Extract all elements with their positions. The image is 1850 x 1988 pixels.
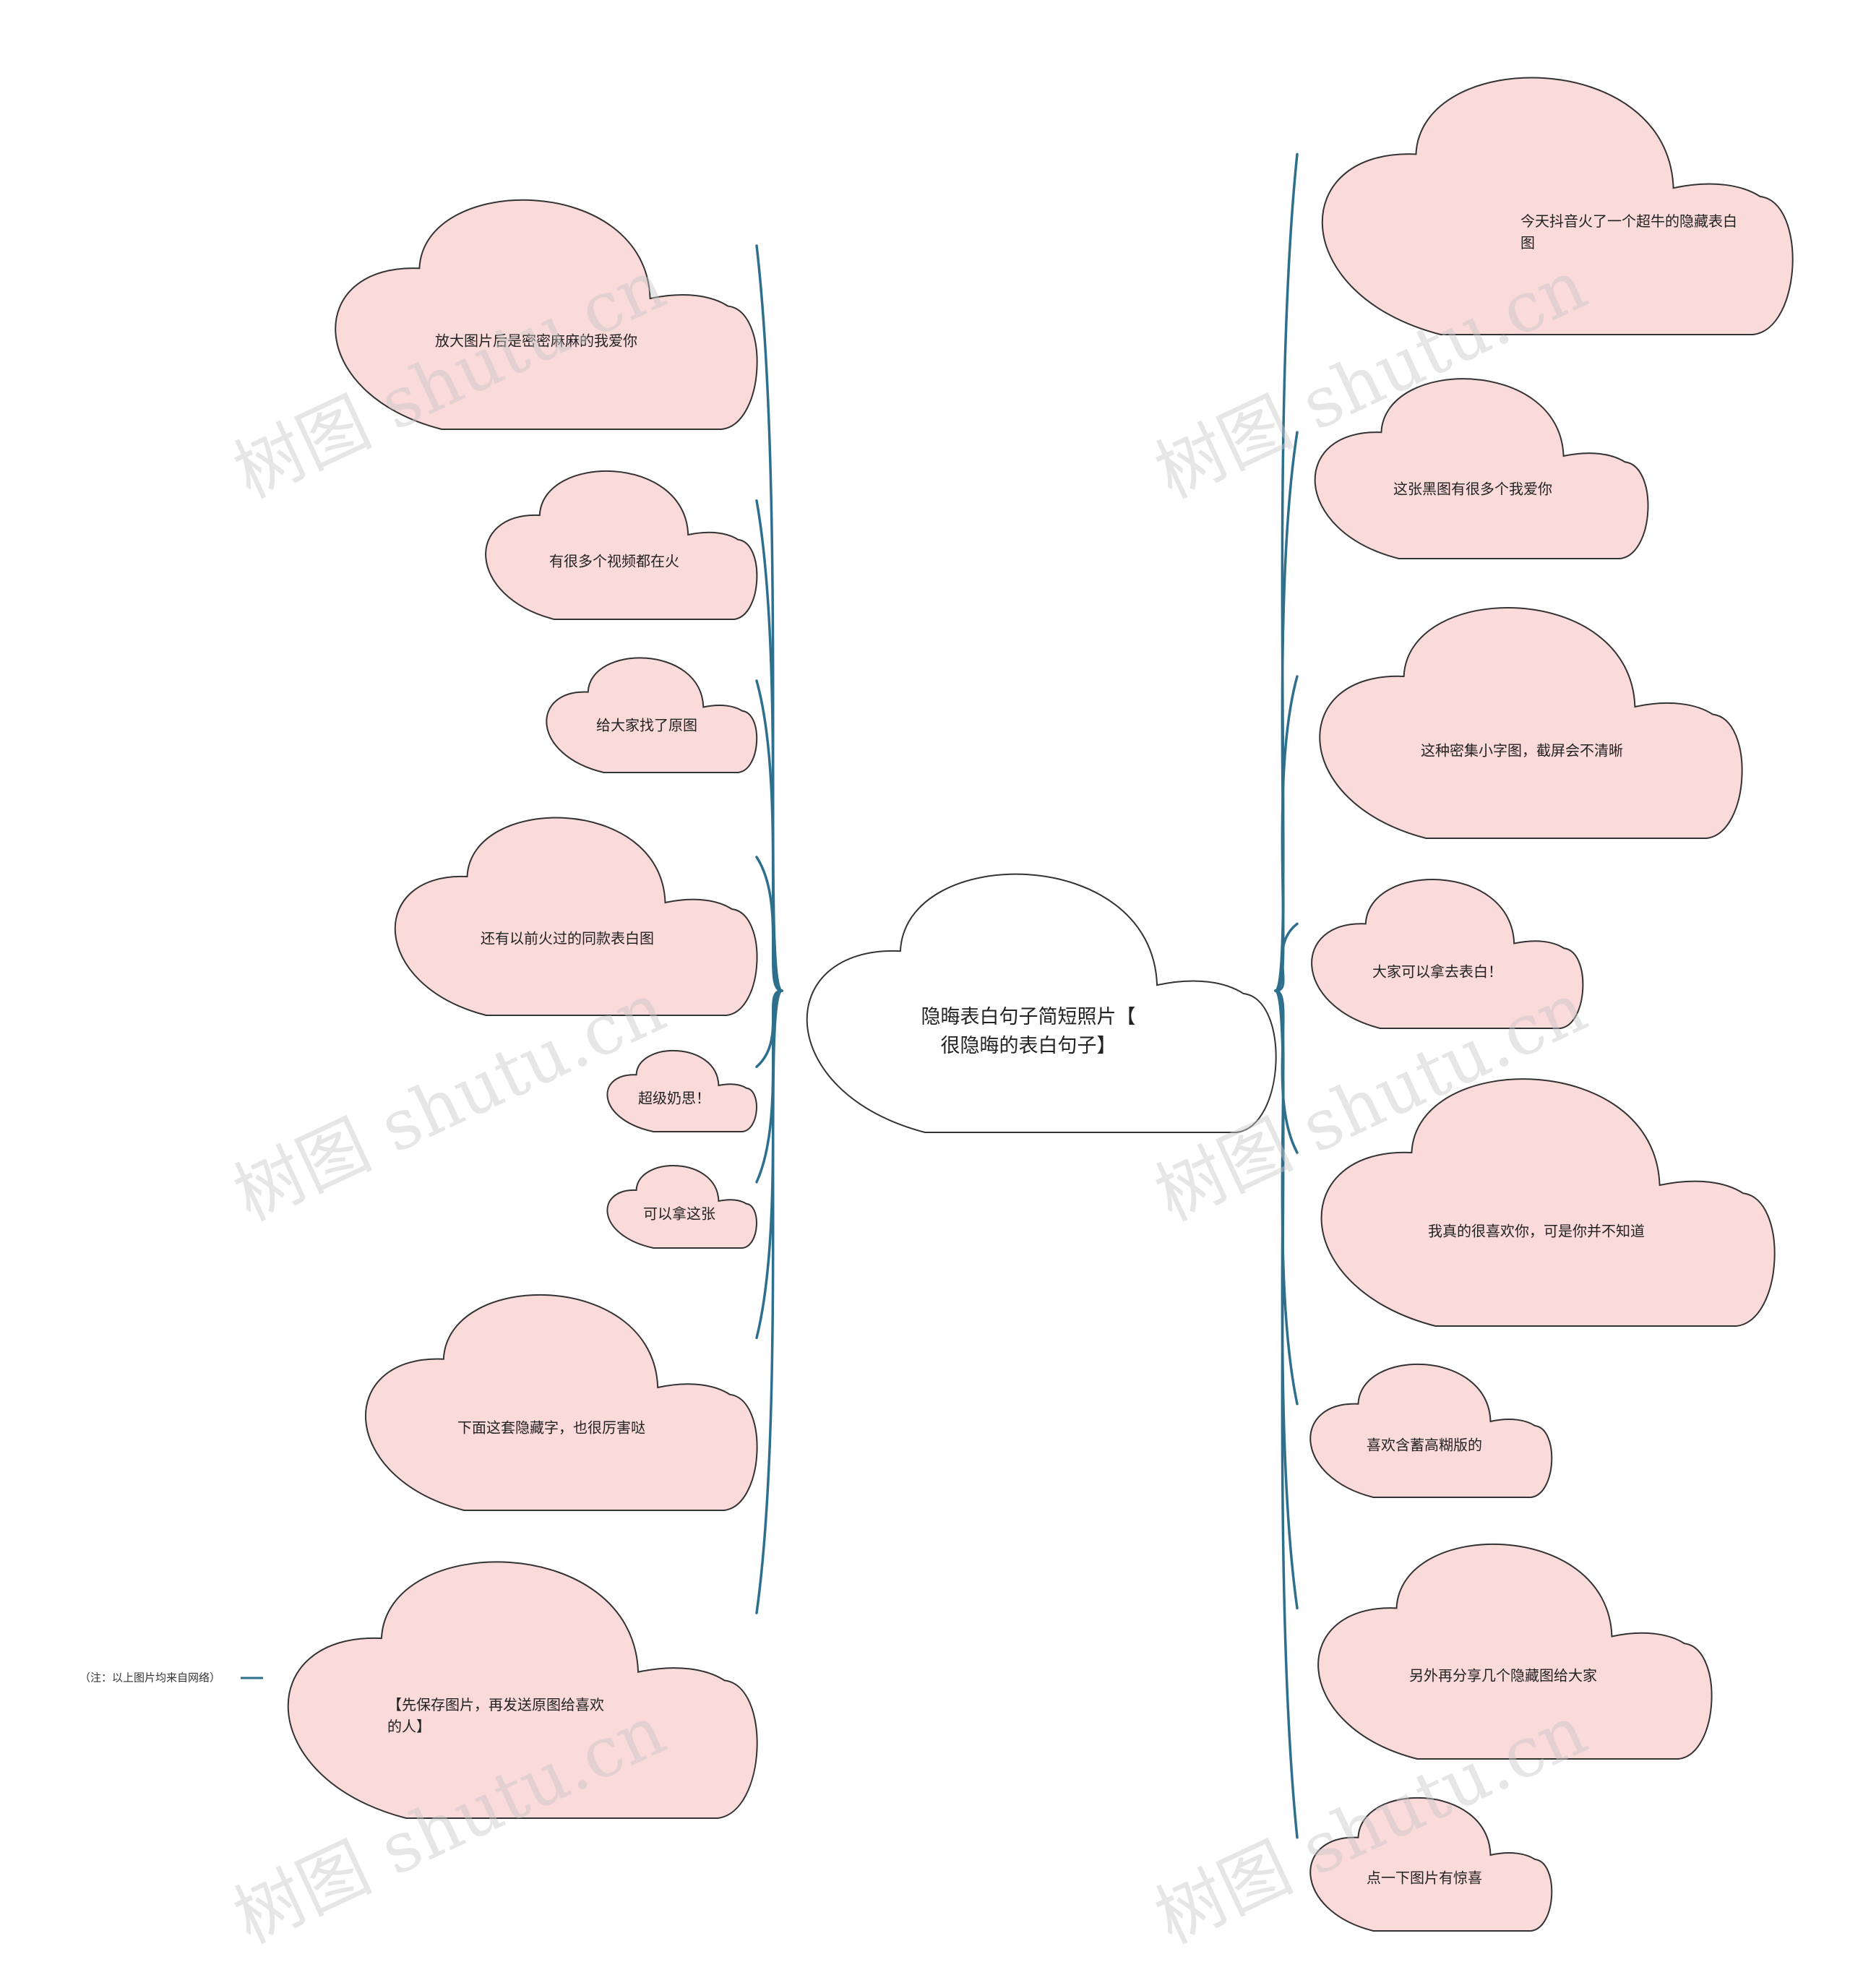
right-node-2: 这种密集小字图，截屏会不清晰 [1319, 607, 1743, 839]
right-node-7: 点一下图片有惊喜 [1309, 1796, 1553, 1932]
left-node-label-7-line: 的人】 [387, 1718, 431, 1735]
right-branch-line-1 [1274, 431, 1299, 992]
left-node-label-5: 可以拿这张 [643, 1205, 715, 1223]
right-node-label-0-line: 图 [1520, 234, 1535, 251]
left-node-label-0: 放大图片后是密密麻麻的我爱你 [435, 332, 637, 350]
left-node-6: 下面这套隐藏字，也很厉害哒 [364, 1294, 758, 1511]
right-node-label-5: 喜欢含蓄高糊版的 [1367, 1437, 1482, 1454]
right-node-0: 今天抖音火了一个超牛的隐藏表白图 [1321, 77, 1794, 335]
left-node-label-7-line: 【先保存图片，再发送原图给喜欢 [387, 1696, 604, 1713]
right-cloud-shape-6 [1317, 1543, 1713, 1760]
right-branch-line-5 [1274, 989, 1299, 1406]
right-cloud-shape-0 [1321, 77, 1794, 335]
left-node-label-4: 超级奶思！ [638, 1090, 710, 1107]
left-cloud-shape-1 [485, 470, 758, 620]
left-branch-line-5 [755, 989, 783, 1184]
right-cloud-shape-1 [1314, 378, 1649, 559]
center-cloud-shape [806, 873, 1277, 1133]
left-node-label-6: 下面这套隐藏字，也很厉害哒 [457, 1419, 645, 1437]
right-branch-line-2 [1274, 675, 1299, 992]
left-branch-line-2 [755, 679, 783, 992]
right-node-5: 喜欢含蓄高糊版的 [1309, 1363, 1553, 1498]
left-branch-line-3 [755, 856, 783, 992]
left-cloud-shape-2 [546, 657, 758, 773]
right-branch-line-0 [1274, 152, 1299, 992]
left-node-4: 超级奶思！ [606, 1049, 757, 1132]
right-node-label-3: 大家可以拿去表白！ [1372, 963, 1502, 981]
left-cloud-shape-4 [606, 1049, 757, 1132]
left-cloud-shape-6 [364, 1294, 758, 1511]
right-cloud-shape-2 [1319, 607, 1743, 839]
right-cloud-shape-5 [1309, 1363, 1553, 1498]
right-cloud-shape-7 [1309, 1796, 1553, 1932]
right-node-label-1: 这张黑图有很多个我爱你 [1393, 481, 1552, 498]
left-node-label-7: 【先保存图片，再发送原图给喜欢的人】 [387, 1696, 604, 1735]
center-node-title-line: 隐晦表白句子简短照片【 [921, 1006, 1136, 1028]
left-node-label-3: 还有以前火过的同款表白图 [481, 930, 654, 947]
right-branch-line-6 [1274, 989, 1299, 1610]
left-node-label-1: 有很多个视频都在火 [549, 553, 679, 570]
left-node-label-2: 给大家找了原图 [596, 717, 697, 734]
right-node-label-2: 这种密集小字图，截屏会不清晰 [1421, 742, 1623, 760]
left-cloud-shape-0 [335, 199, 758, 430]
left-cloud-shape-7 [287, 1561, 758, 1819]
left-node-2: 给大家找了原图 [546, 657, 758, 773]
left-node-3: 还有以前火过的同款表白图 [395, 817, 758, 1016]
left-node-1: 有很多个视频都在火 [485, 470, 758, 620]
left-node-5: 可以拿这张 [606, 1165, 757, 1249]
left-cloud-shape-3 [395, 817, 758, 1016]
right-node-label-4: 我真的很喜欢你，可是你并不知道 [1428, 1223, 1645, 1240]
cloud-nodes: 隐晦表白句子简短照片【很隐晦的表白句子】 放大图片后是密密麻麻的我爱你有很多个视频… [79, 77, 1794, 1932]
left-branch-line-6 [755, 989, 783, 1340]
right-branch-line-7 [1274, 989, 1299, 1839]
left-cloud-shape-5 [606, 1165, 757, 1249]
right-node-6: 另外再分享几个隐藏图给大家 [1317, 1543, 1713, 1760]
right-node-label-0-line: 今天抖音火了一个超牛的隐藏表白 [1520, 212, 1737, 230]
right-branch-line-3 [1274, 922, 1299, 992]
right-cloud-shape-3 [1311, 879, 1584, 1029]
right-node-label-0: 今天抖音火了一个超牛的隐藏表白图 [1520, 212, 1737, 251]
left-branch-line-7 [755, 989, 783, 1614]
right-node-3: 大家可以拿去表白！ [1311, 879, 1584, 1029]
right-node-4: 我真的很喜欢你，可是你并不知道 [1320, 1078, 1776, 1327]
right-node-label-7: 点一下图片有惊喜 [1367, 1869, 1482, 1887]
center-node: 隐晦表白句子简短照片【很隐晦的表白句子】 [806, 873, 1277, 1133]
right-node-label-6: 另外再分享几个隐藏图给大家 [1409, 1667, 1597, 1684]
note-text: （注：以上图片均来自网络） [79, 1671, 220, 1684]
branch-lines [241, 152, 1299, 1839]
left-node-7: 【先保存图片，再发送原图给喜欢的人】 [287, 1561, 758, 1819]
right-cloud-shape-4 [1320, 1078, 1776, 1327]
center-node-title: 隐晦表白句子简短照片【很隐晦的表白句子】 [921, 1006, 1136, 1057]
right-node-1: 这张黑图有很多个我爱你 [1314, 378, 1649, 559]
left-node-0: 放大图片后是密密麻麻的我爱你 [335, 199, 758, 430]
center-node-title-line: 很隐晦的表白句子】 [941, 1035, 1117, 1057]
